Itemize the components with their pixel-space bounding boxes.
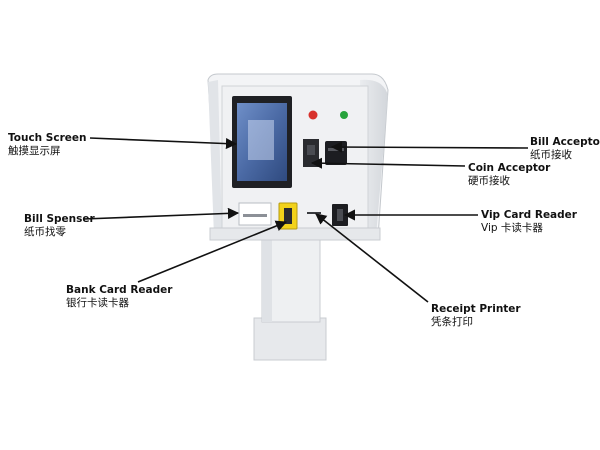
bill-spenser-arrow [83, 207, 240, 220]
kiosk-pedestal [253, 239, 327, 361]
bill-spenser-label-zh: 纸币找零 [24, 226, 66, 238]
bank-card-reader-unit [278, 202, 298, 230]
bill-spenser-label: Bill Spenser 纸币找零 [24, 213, 95, 239]
touch-screen-arrow [89, 137, 238, 150]
bill-acceptor-label: Bill Acceptor 纸币接收 [530, 136, 600, 162]
green-button-icon[interactable] [340, 111, 348, 119]
vip-card-reader-label-en: Vip Card Reader [481, 209, 577, 221]
vip-card-reader-label: Vip Card Reader Vip 卡读卡器 [481, 209, 577, 235]
touch-screen-label-zh: 触摸显示屏 [8, 145, 61, 157]
bank-card-reader-label-zh: 银行卡读卡器 [66, 297, 129, 309]
touch-screen-label: Touch Screen 触摸显示屏 [8, 132, 87, 158]
bank-card-reader-arrow [137, 220, 288, 283]
touch-screen-label-en: Touch Screen [8, 132, 87, 144]
receipt-printer-label: Receipt Printer 凭条打印 [431, 303, 521, 329]
receipt-printer-label-zh: 凭条打印 [431, 316, 473, 328]
bill-acceptor-unit [325, 141, 347, 165]
coin-acceptor-label-en: Coin Acceptor [468, 162, 551, 174]
receipt-printer-label-en: Receipt Printer [431, 303, 521, 315]
bank-card-reader-label-en: Bank Card Reader [66, 284, 173, 296]
bill-acceptor-label-en: Bill Acceptor [530, 136, 600, 148]
bank-card-reader-label: Bank Card Reader 银行卡读卡器 [66, 284, 172, 310]
touch-screen [232, 96, 292, 188]
receipt-printer-arrow [315, 213, 429, 303]
red-button-icon[interactable] [308, 110, 318, 120]
receipt-printer-slot [307, 212, 321, 214]
bill-dispenser-unit [238, 202, 272, 226]
coin-acceptor-label-zh: 硬币接收 [468, 175, 510, 187]
bill-spenser-label-en: Bill Spenser [24, 213, 95, 225]
bill-acceptor-label-zh: 纸币接收 [530, 149, 572, 161]
bill-acceptor-arrow [330, 141, 529, 153]
coin-acceptor-arrow [310, 157, 466, 169]
vip-card-reader-label-zh: Vip 卡读卡器 [481, 222, 543, 234]
coin-acceptor-label: Coin Acceptor 硬币接收 [468, 162, 550, 188]
